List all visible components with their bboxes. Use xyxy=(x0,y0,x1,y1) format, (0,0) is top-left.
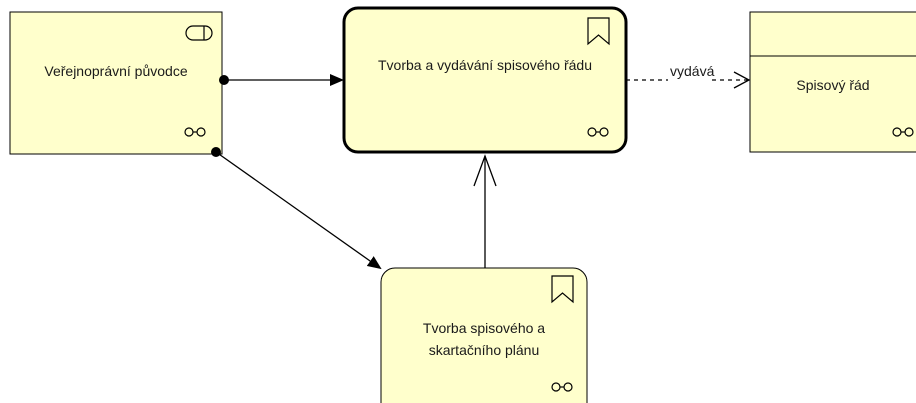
object-label: Spisový řád xyxy=(796,77,870,94)
actor-label: Veřejnoprávní původce xyxy=(44,63,188,80)
access-edge-label: vydává xyxy=(670,63,715,79)
process2-label-line2: skartačního plánu xyxy=(428,342,540,358)
edge-actor-to-process2[interactable] xyxy=(211,147,382,270)
process-glasses-icon xyxy=(587,127,609,137)
process2-label-line1: Tvorba spisového a xyxy=(422,320,546,337)
actor-node[interactable] xyxy=(9,11,223,155)
actor-role-icon xyxy=(185,25,213,41)
open-arrowhead xyxy=(733,71,751,89)
edge-process-to-object[interactable] xyxy=(626,71,751,89)
process2-label: Tvorba spisového a skartačního plánu xyxy=(381,312,587,368)
actor-glasses-icon xyxy=(184,127,206,137)
open-arrowhead xyxy=(473,154,497,187)
object-node[interactable] xyxy=(749,11,916,153)
edge-start-dot xyxy=(219,75,229,85)
process-label: Tvorba a vydávání spisového řádu xyxy=(377,57,592,74)
process2-node[interactable] xyxy=(380,267,588,403)
process2-bookmark-icon xyxy=(551,275,574,304)
edge-actor-to-process[interactable] xyxy=(219,74,344,86)
process2-glasses-icon xyxy=(551,382,573,392)
edge-start-dot xyxy=(211,147,221,157)
edge-process2-to-process[interactable] xyxy=(473,154,497,268)
object-glasses-icon xyxy=(892,127,914,137)
process-bookmark-icon xyxy=(587,17,610,46)
